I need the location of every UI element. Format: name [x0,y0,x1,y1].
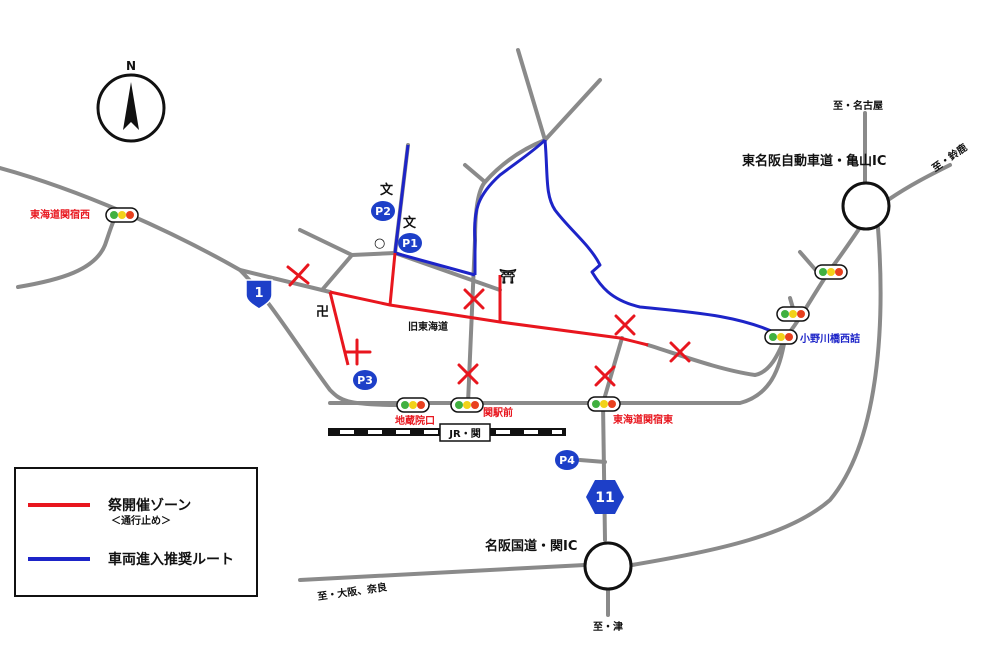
traffic-light-onogawa-icon [764,329,798,345]
route1-shield-label: 1 [254,286,263,301]
traffic-light-sekijuku-nishi-icon [105,207,139,223]
road-east-connector [646,336,787,377]
parking-p4: P4 [555,450,579,470]
circle-mark-symbol: ○ [374,236,385,251]
parking-p3-label: P3 [357,374,373,387]
seki-ic-circle [583,541,633,591]
road-north-2 [320,251,397,292]
road-north-1 [298,228,354,257]
label-sekijuku-nishi: 東海道関宿西 [30,208,90,221]
jr-seki-station-label: JR・関 [448,428,480,440]
traffic-light-chizoinguchi-icon [396,397,430,413]
recommended-route-lines [393,138,781,337]
road-route11 [601,401,607,542]
road-east-long [630,226,883,567]
jr-seki-station-box [439,423,491,442]
closure-x-east-end [669,341,691,363]
route11-shield-label: 11 [595,490,614,506]
road-north-8 [543,78,602,142]
legend-festival-note: ＜通行止め＞ [111,516,171,527]
closure-x-route1 [286,263,310,287]
parking-p4-label: P4 [559,454,575,467]
traffic-light-ne2-icon [814,264,848,280]
label-chizoinguchi: 地蔵院口 [395,414,435,427]
shrine-symbol: ⛩ [499,268,517,285]
label-kameyama-ic: 東名阪自動車道・亀山IC [742,153,886,169]
parking-p2-label: P2 [375,205,391,218]
legend-route-swatch [28,557,90,561]
label-sekijuku-higashi: 東海道関宿東 [613,413,673,426]
label-to-osaka-nara: 至・大阪、奈良 [317,580,388,603]
label-kyu-tokaido: 旧東海道 [408,320,448,333]
legend-row-route: 車両進入推奨ルート [16,549,234,569]
compass-north-arrow-icon: N [96,59,166,143]
label-seki-ekimae: 関駅前 [483,406,513,419]
closure-plus-south [343,338,372,366]
compass-north-label: N [126,59,136,73]
closure-x-east-south [594,365,616,387]
road-route1-west [0,166,332,294]
label-onogawa-bashi: 小野川橋西詰 [799,332,860,345]
school-symbol-2: 文 [403,215,417,231]
kameyama-ic-circle [841,181,891,231]
road-to-suzuka [886,163,952,202]
jr-railway: JR・関 [328,423,566,442]
label-seki-ic: 名阪国道・関IC [485,538,577,554]
parking-p2: P2 [371,201,395,221]
temple-symbol: 卍 [316,305,329,320]
road-north-7 [516,48,547,142]
traffic-light-ekimae-icon [450,397,484,413]
school-symbol-1: 文 [380,182,394,198]
legend-festival-swatch [28,503,90,507]
road-p4 [578,458,607,464]
legend-route-label: 車両進入推奨ルート [108,552,234,568]
road-meihan-west [298,563,587,582]
traffic-lights [105,207,848,413]
route1-shield-icon: 1 [245,279,273,310]
label-to-tsu: 至・津 [593,620,623,633]
closure-x-north-center [463,288,485,310]
festival-zone-lines [328,252,649,366]
parking-p1: P1 [398,233,422,253]
closure-marks [286,263,691,387]
road-north-5 [463,163,487,184]
label-to-nagoya: 至・名古屋 [833,99,883,112]
label-to-suzuka: 至・鈴鹿 [929,141,969,175]
traffic-light-ne1-icon [776,306,810,322]
road-station-main [328,336,787,405]
closure-x-center-south [457,363,479,385]
closure-x-east-north [614,314,636,336]
parking-markers: P1 P2 P3 P4 [353,201,579,470]
parking-p3: P3 [353,370,377,390]
legend-row-festival: 祭開催ゾーン [16,495,191,515]
traffic-light-sekijuku-higashi-icon [587,396,621,412]
legend: 祭開催ゾーン ＜通行止め＞ 車両進入推奨ルート [14,467,258,597]
parking-p1-label: P1 [402,237,418,250]
road-west-branch [16,210,124,289]
route11-shield-icon: 11 [586,480,624,514]
legend-festival-label: 祭開催ゾーン [108,498,192,514]
